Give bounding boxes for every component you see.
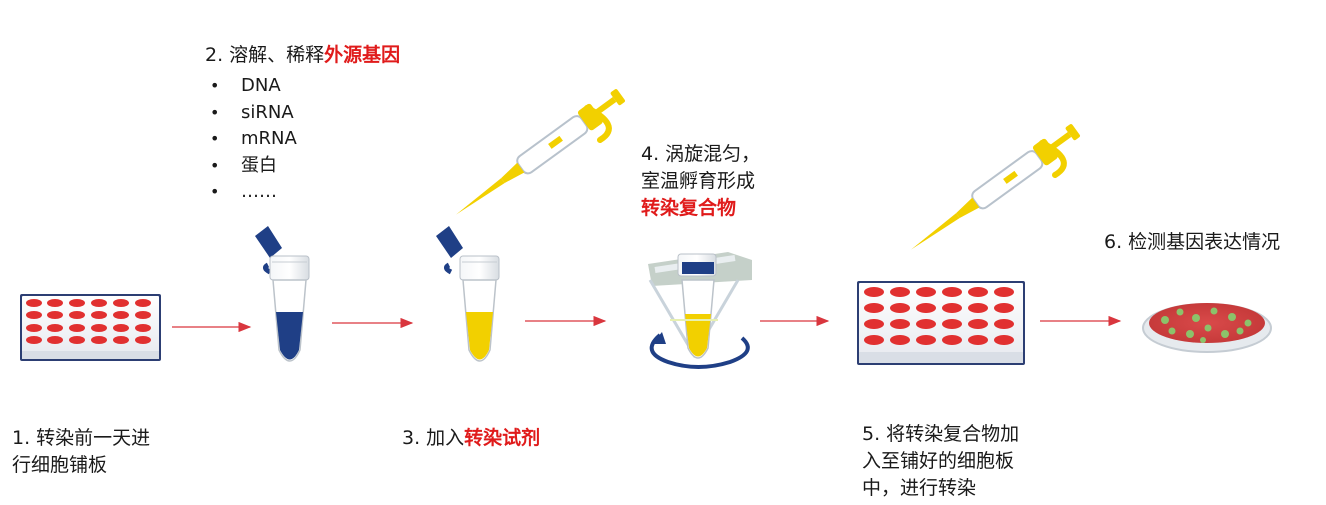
step4-label: 4. 涡旋混匀， 室温孵育形成 转染复合物 — [641, 141, 760, 222]
step3-prefix: 3. 加入 — [402, 427, 465, 449]
step1-line2: 行细胞铺板 — [12, 454, 108, 476]
step2-title: 2. 溶解、稀释外源基因 — [205, 42, 400, 69]
list-item: •DNA — [210, 75, 281, 96]
vortex-icon — [648, 252, 752, 369]
step4-highlight: 转染复合物 — [641, 197, 737, 219]
step3-label: 3. 加入转染试剂 — [402, 425, 540, 452]
step6-label: 6. 检测基因表达情况 — [1104, 231, 1281, 253]
tube-blue-icon — [255, 226, 310, 362]
pipette-icon — [911, 124, 1080, 250]
petri-dish-icon — [1142, 303, 1272, 353]
step1-label: 1. 转染前一天进 行细胞铺板 — [12, 425, 150, 479]
step4-line1: 4. 涡旋混匀， — [641, 143, 761, 165]
step5-line1: 5. 将转染复合物加 — [862, 423, 1020, 445]
step2-title-highlight: 外源基因 — [324, 44, 401, 66]
list-item: •siRNA — [210, 101, 294, 123]
step3-highlight: 转染试剂 — [464, 427, 541, 449]
step5-label: 5. 将转染复合物加 入至铺好的细胞板 中，进行转染 — [862, 421, 1019, 502]
list-item: •…… — [210, 181, 277, 202]
step4-line2: 室温孵育形成 — [641, 170, 756, 192]
step5-line3: 中，进行转染 — [862, 477, 977, 499]
list-item: •蛋白 — [210, 154, 277, 176]
well-plate-icon — [857, 281, 1025, 365]
pipette-icon — [456, 89, 625, 215]
step2-title-prefix: 2. 溶解、稀释 — [205, 44, 325, 66]
list-item: •mRNA — [210, 128, 297, 149]
material-list: •DNA •siRNA •mRNA •蛋白 •…… — [205, 73, 297, 206]
well-plate-icon — [20, 294, 161, 361]
tube-yellow-icon — [436, 226, 500, 362]
step5-line2: 入至铺好的细胞板 — [862, 450, 1015, 472]
step1-line1: 1. 转染前一天进 — [12, 427, 151, 449]
